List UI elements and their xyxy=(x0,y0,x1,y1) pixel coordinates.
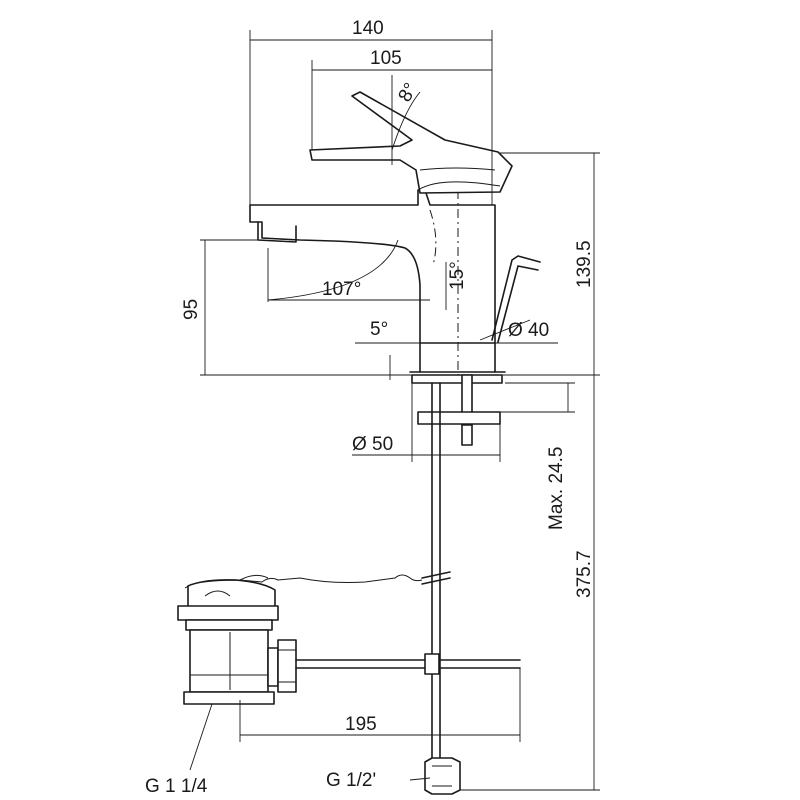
dim-body-tilt: 15° xyxy=(447,261,468,290)
mounting-assembly xyxy=(411,374,503,795)
faucet-body xyxy=(249,189,506,380)
dim-spout-reach: 105 xyxy=(370,48,402,69)
dim-body-diameter: Ø 40 xyxy=(508,320,549,341)
dim-overall-width: 140 xyxy=(352,18,384,39)
thread-supply-label: G 1/2' xyxy=(326,770,376,791)
dim-flange-diameter: Ø 50 xyxy=(352,434,393,455)
dim-pop-up-rod-length: 195 xyxy=(345,714,377,735)
dim-spout-height: 95 xyxy=(181,299,202,320)
pop-up-lever xyxy=(491,255,541,343)
waste-valve xyxy=(177,579,521,705)
thread-waste-label: G 1 1/4 xyxy=(145,776,208,797)
dim-base-angle: 5° xyxy=(370,319,388,340)
dimension-lines xyxy=(189,30,600,791)
lever-handle xyxy=(309,91,513,194)
dim-lever-angle: 8° xyxy=(395,80,422,106)
dim-pipe-length: 375.7 xyxy=(574,550,595,598)
dim-spout-angle: 107° xyxy=(322,279,361,300)
dim-total-height: 139.5 xyxy=(574,240,595,288)
dim-max-deck-thickness: Max. 24.5 xyxy=(546,447,567,530)
